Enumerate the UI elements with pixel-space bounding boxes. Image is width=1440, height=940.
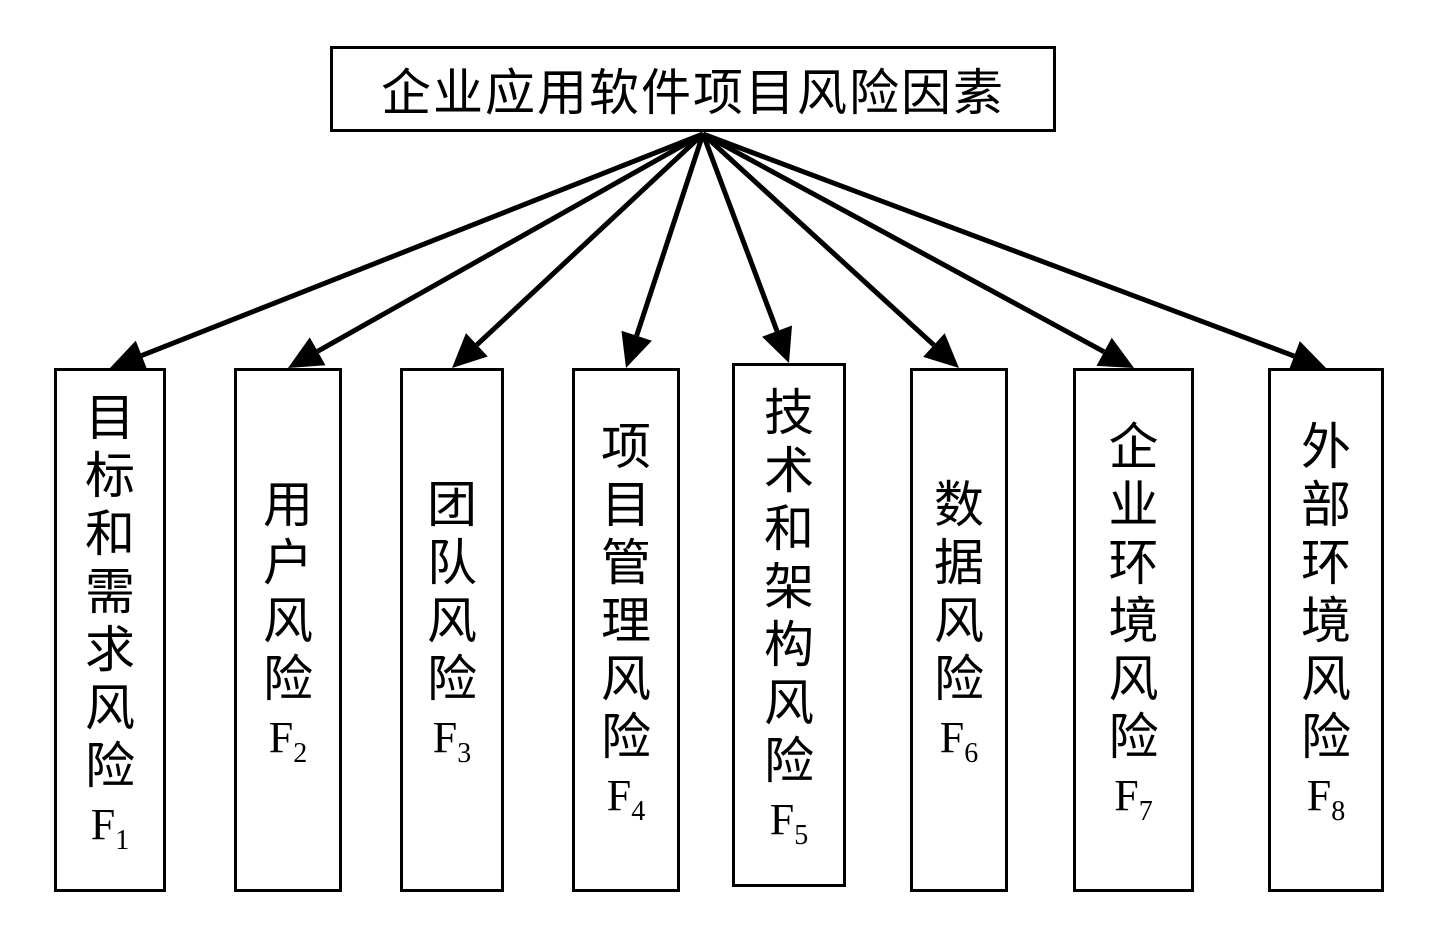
risk-code-letter: F <box>1114 771 1139 820</box>
arrow-head-6 <box>923 333 959 368</box>
risk-code-letter: F <box>1306 771 1332 820</box>
risk-node-code: F7 <box>1114 766 1152 842</box>
risk-node-code: F6 <box>940 708 978 784</box>
risk-code-subscript: 2 <box>293 738 308 769</box>
risk-node-label: 外部环境风险 <box>1301 418 1351 766</box>
arrow-head-3 <box>452 333 488 368</box>
root-node-label: 企业应用软件项目风险因素 <box>381 64 1005 122</box>
risk-code-subscript: 3 <box>457 738 472 769</box>
risk-node-code: F2 <box>269 708 307 784</box>
risk-code-subscript: 1 <box>115 825 130 856</box>
risk-node-label: 用户风险 <box>263 476 313 708</box>
risk-node-code: F8 <box>1307 766 1345 842</box>
arrow-line-4 <box>634 133 706 337</box>
risk-code-subscript: 4 <box>631 796 646 827</box>
risk-code-letter: F <box>606 771 632 820</box>
arrow-head-1 <box>110 340 148 371</box>
arrow-line-2 <box>316 131 705 354</box>
risk-code-subscript: 7 <box>1138 796 1153 827</box>
risk-node-code: F1 <box>91 795 129 871</box>
risk-node-code: F4 <box>607 766 645 842</box>
risk-code-letter: F <box>939 713 965 762</box>
arrow-head-8 <box>1288 341 1326 372</box>
arrow-head-5 <box>762 325 793 363</box>
risk-node-label: 团队风险 <box>427 476 477 708</box>
arrow-head-4 <box>621 330 652 368</box>
risk-code-letter: F <box>769 795 795 844</box>
risk-node-label: 项目管理风险 <box>601 418 651 766</box>
risk-node-label: 企业环境风险 <box>1108 418 1159 766</box>
risk-code-subscript: 6 <box>964 738 979 769</box>
risk-code-letter: F <box>432 713 458 762</box>
risk-node-label: 数据风险 <box>934 476 984 708</box>
arrow-line-8 <box>702 131 1296 359</box>
risk-node-label: 技术和架构风险 <box>764 384 814 790</box>
root-node: 企业应用软件项目风险因素 <box>330 46 1056 132</box>
risk-node-code: F3 <box>433 708 471 784</box>
risk-code-subscript: 8 <box>1331 796 1346 827</box>
risk-node-code: F5 <box>770 790 808 866</box>
arrow-line-6 <box>701 132 936 347</box>
risk-code-letter: F <box>268 713 294 762</box>
arrow-head-7 <box>1096 337 1134 368</box>
risk-code-subscript: 5 <box>794 820 809 851</box>
risk-node-label: 目标和需求风险 <box>85 389 135 795</box>
risk-code-letter: F <box>90 800 116 849</box>
arrow-line-3 <box>475 132 705 347</box>
arrow-line-7 <box>701 131 1106 354</box>
arrow-line-5 <box>700 133 780 333</box>
arrow-head-2 <box>288 337 326 368</box>
arrow-line-1 <box>140 131 704 358</box>
